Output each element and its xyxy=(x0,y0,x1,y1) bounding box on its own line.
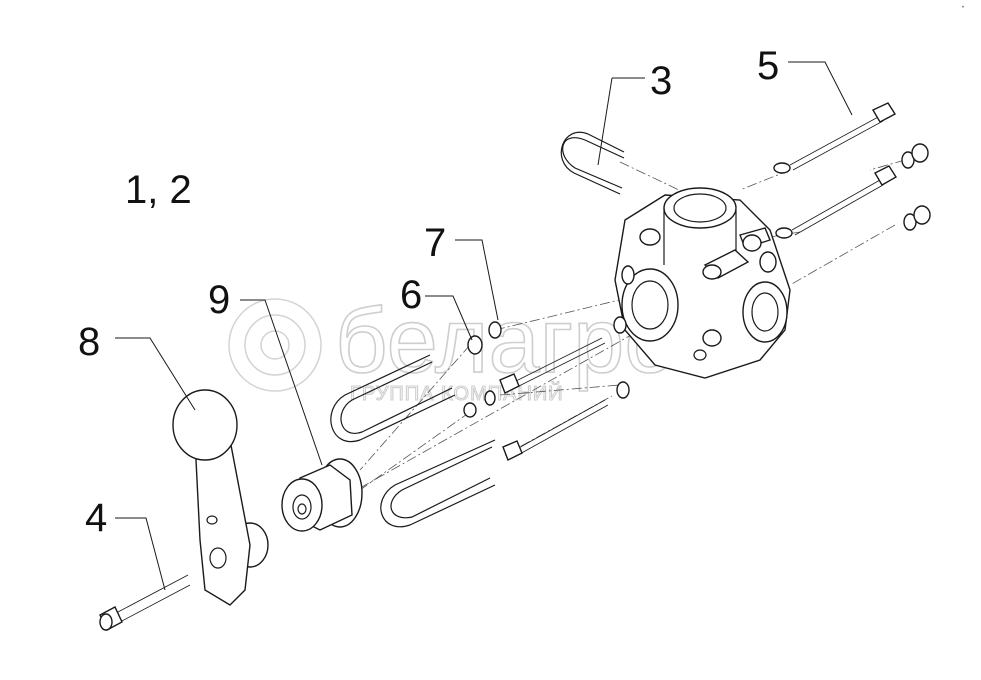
u-bolt-lower-a xyxy=(330,354,456,443)
watermark-tagline: ГРУППА КОМПАНИЙ xyxy=(350,381,564,405)
corner-mark: • xyxy=(962,5,964,11)
callout-9: 9 xyxy=(208,278,230,322)
u-bolt-lower-b-inner xyxy=(390,446,493,519)
callout-3: 3 xyxy=(650,59,672,103)
long-bolt-middle xyxy=(775,165,897,239)
washer-small xyxy=(488,321,502,339)
nuts-right xyxy=(901,143,931,231)
nut-small xyxy=(467,335,483,355)
washer-lower-a xyxy=(484,390,496,406)
watermark: белагро ГРУППА КОМПАНИЙ xyxy=(228,289,676,406)
long-bolt-upper xyxy=(773,102,896,174)
valve-housing xyxy=(614,187,791,379)
callout-7: 7 xyxy=(424,221,446,265)
bolt-lower-a xyxy=(499,316,627,394)
watermark-brand: белагро xyxy=(335,290,676,392)
callout-4: 4 xyxy=(85,496,107,540)
callout-5: 5 xyxy=(757,44,779,88)
u-bolt-upper-inner xyxy=(560,131,625,195)
nut-lower-a xyxy=(463,402,477,418)
bolt-lower-b xyxy=(502,381,630,461)
handle-lever xyxy=(172,389,269,606)
callout-6: 6 xyxy=(400,273,422,317)
u-bolt-upper xyxy=(562,137,625,189)
u-bolt-lower-a-inner xyxy=(340,361,453,434)
callout-1-2: 1, 2 xyxy=(125,168,192,212)
leader-lines xyxy=(115,61,853,591)
cap-screw xyxy=(99,574,191,631)
u-bolt-lower-b xyxy=(380,439,496,528)
watermark-logo xyxy=(228,298,322,392)
roller-bushing xyxy=(281,458,363,532)
callout-8: 8 xyxy=(78,320,100,364)
